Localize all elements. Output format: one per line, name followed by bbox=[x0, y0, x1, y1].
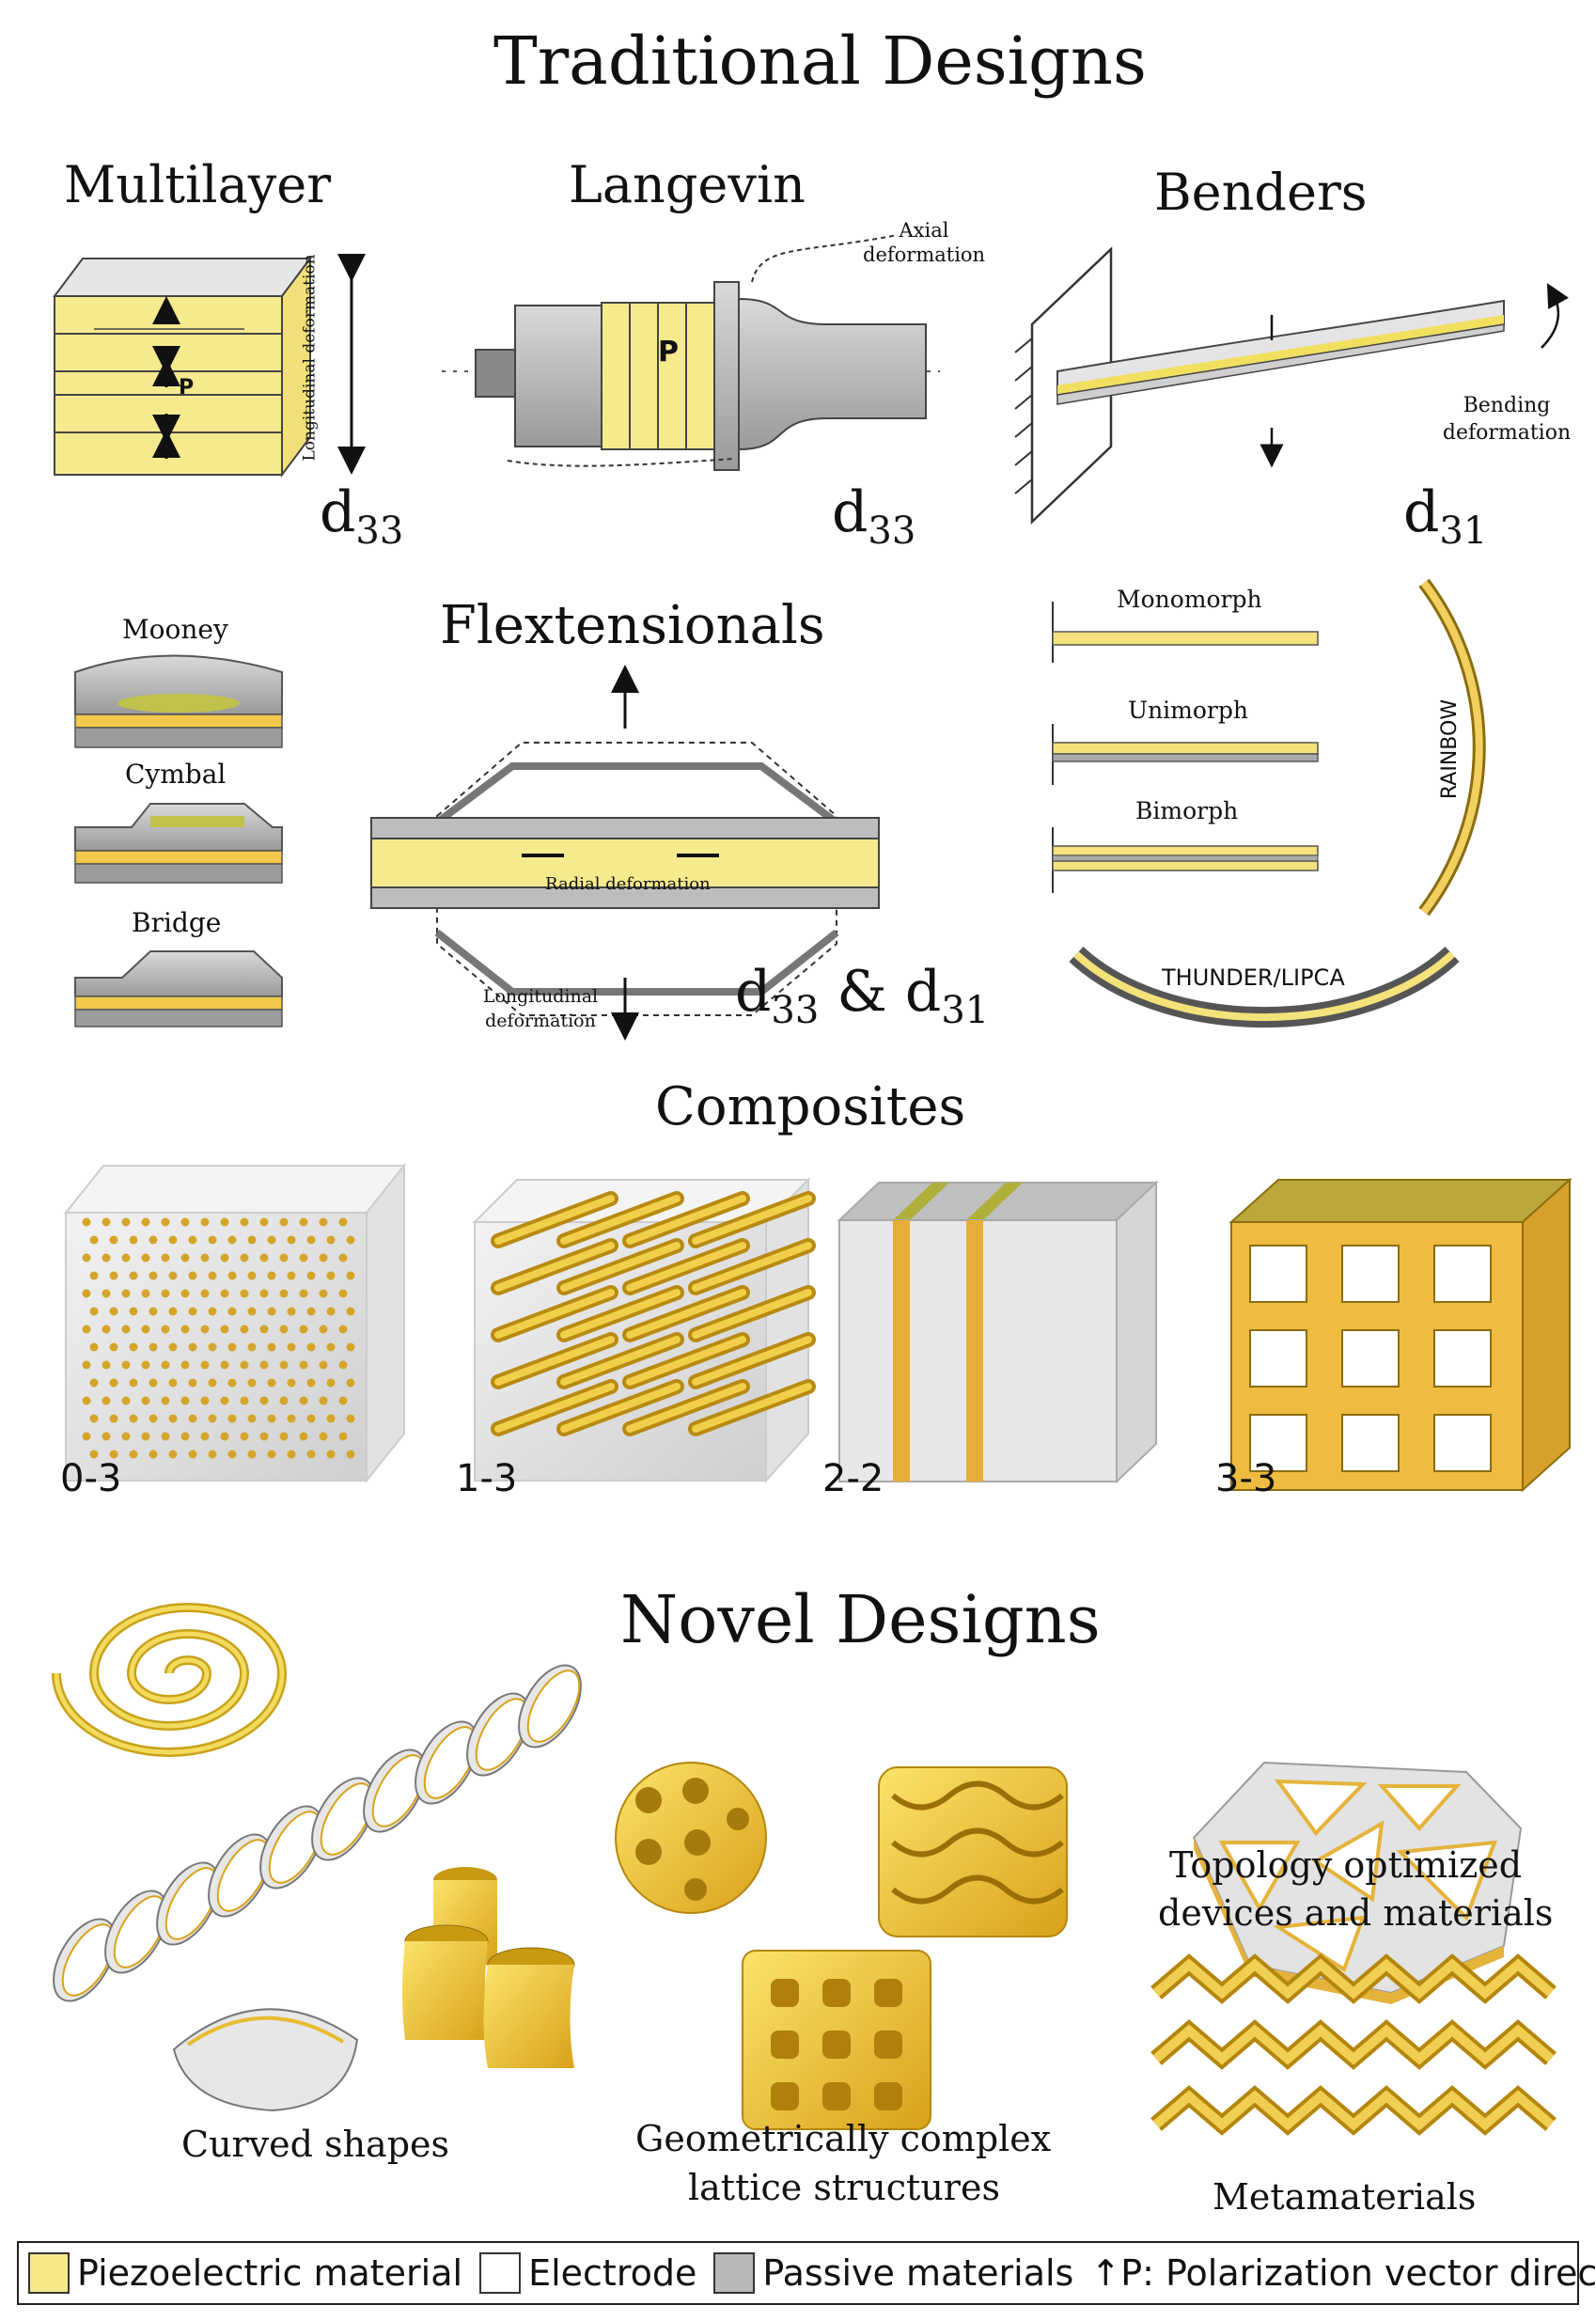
composite-3-3 bbox=[1228, 1177, 1573, 1493]
composite-3-3-label: 3-3 bbox=[1215, 1457, 1277, 1500]
flextensionals-title: Flextensionals bbox=[440, 595, 825, 656]
bridge-cap bbox=[74, 950, 283, 1027]
cymbal-cap bbox=[74, 803, 283, 884]
composite-0-3-label: 0-3 bbox=[60, 1457, 122, 1500]
multilayer-stack bbox=[53, 254, 366, 478]
legend-passive-label: Passive materials bbox=[762, 2252, 1074, 2294]
curved-shapes-label: Curved shapes bbox=[181, 2124, 450, 2165]
legend-electrode-swatch bbox=[479, 2252, 522, 2294]
spiral-coil bbox=[52, 1603, 288, 1757]
mooney-cap bbox=[74, 654, 283, 748]
thunder-label: THUNDER/LIPCA bbox=[1162, 964, 1345, 991]
lattice-label-line1: Geometrically complex bbox=[635, 2118, 1052, 2159]
radial-deformation-label: Radial deformation bbox=[545, 874, 711, 894]
langevin-p-label: P bbox=[658, 336, 679, 369]
flextensional-coefficient: d33 & d31 bbox=[735, 959, 990, 1032]
legend-piezo-label: Piezoelectric material bbox=[77, 2252, 463, 2294]
langevin-title: Langevin bbox=[569, 155, 806, 214]
legend-piezo-swatch bbox=[28, 2252, 70, 2294]
topology-label-line1: Topology optimized bbox=[1169, 1844, 1523, 1886]
topology-plate bbox=[1192, 1761, 1523, 2004]
bridge-label: Bridge bbox=[132, 907, 222, 938]
composite-2-2 bbox=[837, 1180, 1159, 1484]
multilayer-p-label: P bbox=[179, 376, 195, 400]
mooney-label: Mooney bbox=[122, 614, 228, 645]
multilayer-title: Multilayer bbox=[64, 155, 332, 214]
composites-title: Composites bbox=[655, 1076, 966, 1137]
helix-ribbon bbox=[53, 1664, 582, 2002]
legend-polarization-label: ↑P: Polarization vector direction bbox=[1090, 2252, 1596, 2294]
cymbal-label: Cymbal bbox=[125, 759, 227, 790]
multilayer-coefficient: d33 bbox=[320, 479, 404, 553]
novel-title: Novel Designs bbox=[620, 1581, 1101, 1658]
topology-label-line2: devices and materials bbox=[1158, 1892, 1554, 1934]
legend-electrode-label: Electrode bbox=[528, 2252, 697, 2294]
rainbow-label: RAINBOW bbox=[1438, 698, 1463, 800]
lattice-label-line2: lattice structures bbox=[688, 2167, 1000, 2208]
multilayer-side-label: Longitudinal deformation bbox=[300, 254, 320, 462]
metamaterial-zigzag bbox=[1150, 1953, 1557, 2136]
langevin-callout: Axial deformation bbox=[863, 219, 986, 267]
bender-types bbox=[1052, 578, 1486, 1028]
benders-callout: Bending deformation bbox=[1442, 394, 1572, 445]
benders-title: Benders bbox=[1154, 163, 1368, 222]
lattice-cluster bbox=[615, 1762, 1068, 2130]
composite-1-3-label: 1-3 bbox=[456, 1457, 518, 1500]
legend-passive-swatch bbox=[713, 2252, 756, 2294]
traditional-title: Traditional Designs bbox=[493, 23, 1147, 100]
tubes bbox=[402, 1867, 575, 2068]
longitudinal-deformation-label: Longitudinal deformation bbox=[482, 986, 599, 1031]
legend: Piezoelectric material Electrode Passive… bbox=[17, 2241, 1596, 2305]
composite-0-3 bbox=[63, 1163, 407, 1483]
flextensional-main bbox=[370, 665, 880, 1041]
curved-cap bbox=[172, 2008, 359, 2112]
monomorph-label: Monomorph bbox=[1117, 586, 1262, 613]
langevin-coefficient: d33 bbox=[832, 479, 916, 553]
benders-coefficient: d31 bbox=[1403, 479, 1488, 553]
bimorph-label: Bimorph bbox=[1135, 797, 1239, 824]
bender-cantilever bbox=[1014, 246, 1569, 525]
composite-2-2-label: 2-2 bbox=[822, 1457, 884, 1500]
composite-1-3 bbox=[472, 1177, 816, 1483]
metamaterials-label: Metamaterials bbox=[1213, 2176, 1477, 2218]
unimorph-label: Unimorph bbox=[1128, 697, 1248, 724]
langevin-transducer bbox=[442, 234, 940, 471]
